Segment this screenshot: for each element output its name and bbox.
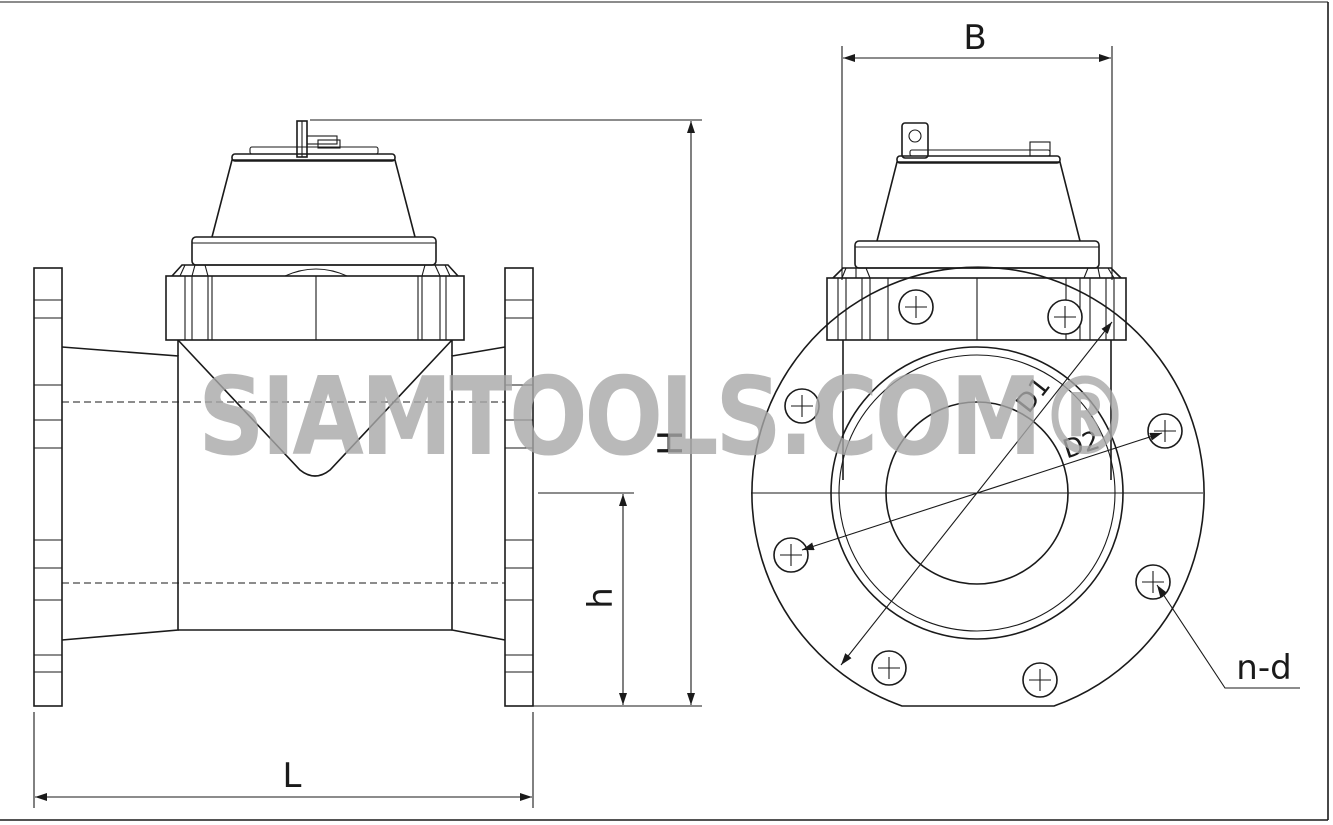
front-flange: [751, 266, 1205, 707]
d2-dimension-line: [801, 432, 1163, 551]
front-lid-hinge: [901, 122, 929, 159]
bolt-hole: [871, 650, 907, 686]
side-lock-nut: [165, 275, 465, 341]
bolt-hole: [1022, 662, 1058, 698]
side-register-base: [191, 236, 437, 266]
left-flange-bolt-marks: [34, 299, 62, 673]
body-right-taper: [451, 346, 506, 641]
label-H: H: [651, 430, 691, 456]
label-n-d: n-d: [1236, 648, 1291, 688]
bolt-hole: [1135, 564, 1171, 600]
n-d-leader: [1156, 584, 1300, 689]
bolt-hole: [773, 537, 809, 573]
front-register-dome: [876, 161, 1081, 242]
side-view: [33, 120, 534, 707]
bolt-hole: [1147, 413, 1183, 449]
label-L: L: [283, 756, 302, 796]
left-flange: [33, 267, 63, 707]
body-left-taper: [61, 346, 179, 641]
body-v-seam: [177, 339, 453, 477]
bolt-hole: [898, 289, 934, 325]
label-h: h: [581, 587, 621, 609]
front-register-base: [854, 240, 1100, 269]
right-flange-bolt-marks: [505, 299, 533, 673]
front-view: [751, 122, 1300, 707]
dimension-lines: [33, 46, 1113, 808]
bolt-hole: [784, 388, 820, 424]
side-register-dome: [211, 159, 416, 238]
label-b: B: [963, 18, 986, 58]
bolt-hole: [1047, 299, 1083, 335]
watermark: SIAMTOOLS.COM®: [198, 355, 1128, 480]
right-flange: [504, 267, 534, 707]
